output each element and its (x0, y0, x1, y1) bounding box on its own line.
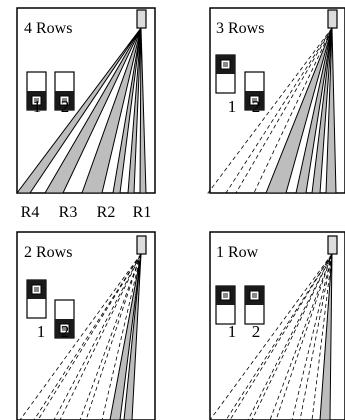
projector-source (136, 9, 147, 29)
switch-label: 2 (61, 97, 70, 116)
panel-frame-2-rows (16, 231, 156, 420)
light-beam-inactive (229, 253, 333, 420)
light-beam-inactive (299, 253, 333, 420)
switch-label: 1 (33, 97, 42, 116)
row-label: R4 (21, 204, 40, 221)
light-beam-active (123, 253, 142, 420)
panel-title: 3 Rows (216, 20, 264, 37)
switch-label: 2 (61, 322, 70, 341)
switch-label: 2 (252, 97, 261, 116)
light-beam-active (311, 27, 333, 194)
row-label: R2 (97, 204, 116, 221)
light-beam-active (15, 27, 142, 194)
switch-label: 1 (37, 322, 46, 341)
switch-label: 1 (228, 322, 237, 341)
panel-title: 1 Row (216, 244, 259, 261)
switch-icon (244, 285, 265, 325)
switch-icon (215, 285, 236, 325)
panel-title: 2 Rows (24, 244, 72, 261)
row-label: R3 (59, 204, 78, 221)
switch-icon (54, 71, 75, 111)
switch-icon (54, 299, 75, 339)
light-beam-active (319, 253, 333, 420)
light-beam-inactive (275, 253, 333, 420)
light-beam-active (44, 27, 142, 194)
switch-icon (26, 71, 47, 111)
switch-icon (26, 279, 47, 319)
light-beam-active (295, 27, 333, 194)
projector-source (327, 9, 338, 29)
light-beam-active (112, 27, 142, 194)
switch-icon (215, 54, 236, 94)
switch-label: 1 (228, 97, 237, 116)
switch-label: 2 (252, 322, 261, 341)
panel-title: 4 Rows (24, 20, 72, 37)
light-beam-active (139, 27, 147, 194)
light-beam-active (325, 27, 337, 194)
switch-layer (26, 54, 265, 339)
light-beam-active (265, 27, 333, 194)
light-beam-inactive (59, 253, 142, 420)
light-beam-inactive (251, 253, 333, 420)
panel-frame-1-row (209, 231, 345, 420)
beam-layer (15, 27, 337, 420)
row-label: R1 (133, 204, 152, 221)
switch-icon (244, 71, 265, 111)
projector-source (327, 235, 338, 255)
light-beam-inactive (85, 253, 142, 420)
light-beam-active (127, 27, 142, 194)
light-beam-active (81, 27, 142, 194)
light-beam-inactive (235, 27, 333, 194)
projector-source (136, 235, 147, 255)
light-beam-active (109, 253, 142, 420)
light-beam-inactive (19, 253, 142, 420)
light-beam-inactive (207, 27, 333, 194)
